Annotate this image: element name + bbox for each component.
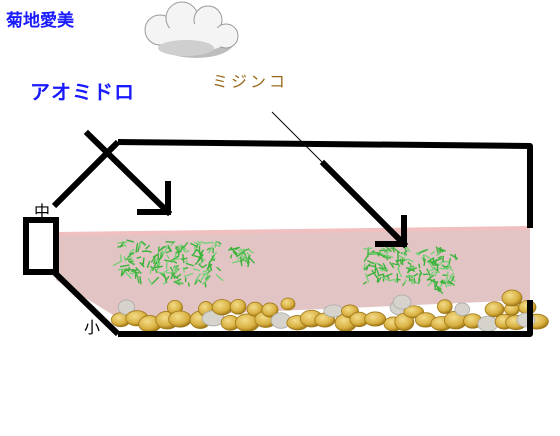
- gravel-size-label: 小: [84, 318, 101, 337]
- arrow-to-daphnia-icon: [319, 159, 409, 249]
- daphnia-pointer-line: [271, 111, 323, 163]
- algae-clump-right: [362, 245, 459, 295]
- daphnia-label: ミジンコ: [212, 72, 289, 91]
- algae-clump-left: [112, 239, 256, 288]
- tank-outline: [51, 139, 533, 337]
- cloud-icon: [144, 1, 239, 58]
- arrow-to-algae-icon: [83, 129, 173, 217]
- bottle-cap: [23, 217, 59, 275]
- algae-label: アオミドロ: [30, 80, 135, 104]
- water-surface-line: [55, 226, 531, 236]
- cap-size-label: 中: [34, 202, 51, 221]
- author-name: 菊地愛美: [6, 11, 74, 31]
- water: [56, 228, 530, 318]
